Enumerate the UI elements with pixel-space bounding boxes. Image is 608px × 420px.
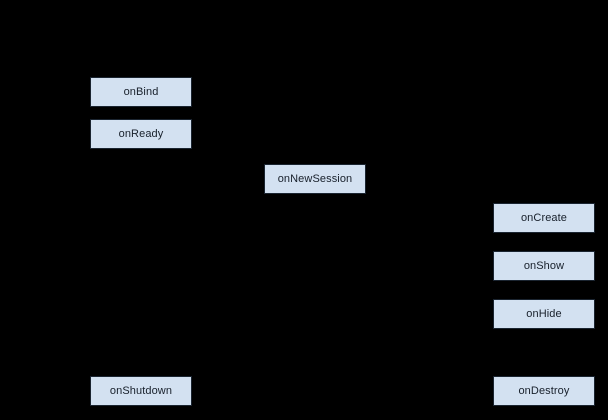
- node-label: onNewSession: [277, 172, 353, 185]
- node-onshutdown[interactable]: onShutdown: [90, 376, 192, 406]
- node-label: onShutdown: [109, 384, 173, 397]
- node-onhide[interactable]: onHide: [493, 299, 595, 329]
- node-label: onReady: [118, 127, 164, 140]
- node-ondestroy[interactable]: onDestroy: [493, 376, 595, 406]
- node-label: onHide: [526, 307, 562, 320]
- node-onbind[interactable]: onBind: [90, 77, 192, 107]
- node-oncreate[interactable]: onCreate: [493, 203, 595, 233]
- node-label: onCreate: [520, 211, 568, 224]
- node-label: onShow: [523, 259, 565, 272]
- node-label: onDestroy: [518, 384, 570, 397]
- node-onnewsession[interactable]: onNewSession: [264, 164, 366, 194]
- node-onready[interactable]: onReady: [90, 119, 192, 149]
- node-onshow[interactable]: onShow: [493, 251, 595, 281]
- node-label: onBind: [123, 85, 159, 98]
